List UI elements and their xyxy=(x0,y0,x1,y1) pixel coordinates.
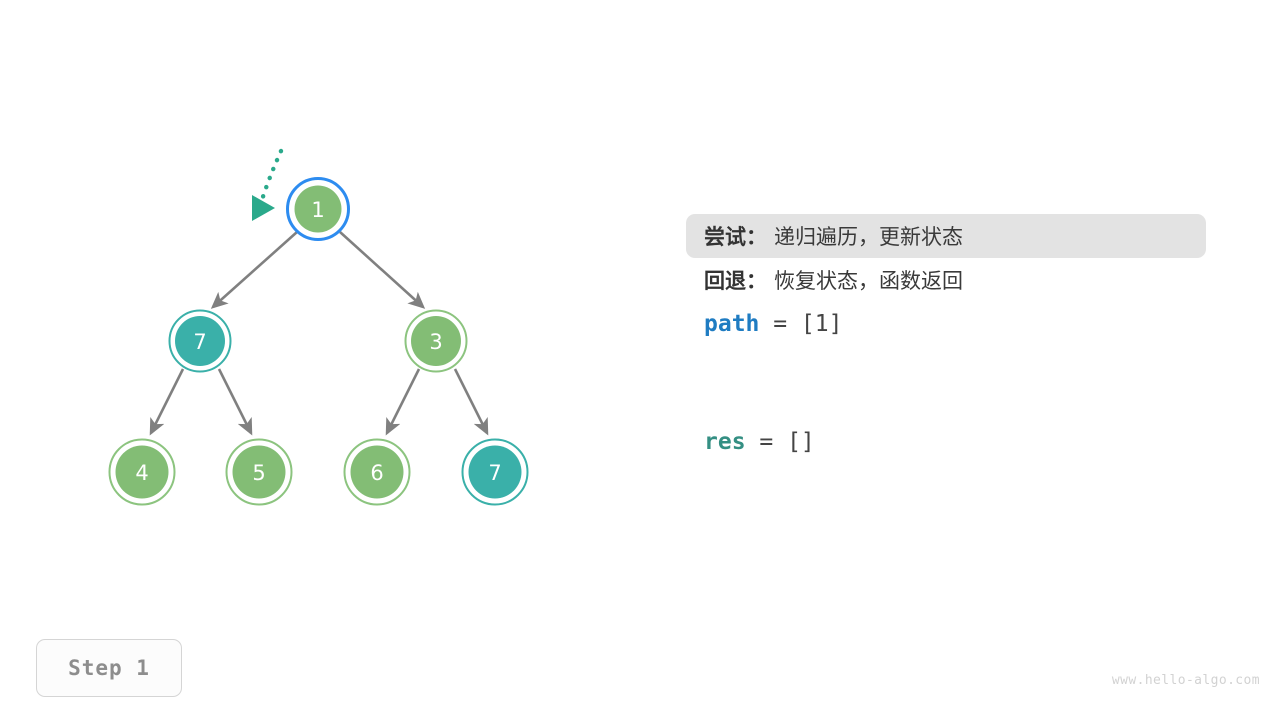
node-outer-ring xyxy=(225,438,293,506)
code-var-res: res xyxy=(704,429,746,455)
node-circle xyxy=(411,316,461,366)
code-value-res: = [] xyxy=(745,429,815,455)
code-var-path: path xyxy=(704,311,760,337)
state-info-panel: 尝试： 递归遍历，更新状态 回退： 恢复状态，函数返回 path = [1] r… xyxy=(686,214,1206,464)
edge-7-to-5 xyxy=(217,368,253,436)
node-circle xyxy=(232,445,286,499)
node-outer-ring xyxy=(404,309,468,373)
node-selection-ring xyxy=(286,177,350,241)
node-circle xyxy=(350,445,404,499)
info-row-try: 尝试： 递归遍历，更新状态 xyxy=(686,214,1206,258)
edge-1-to-7 xyxy=(210,231,298,309)
node-outer-ring xyxy=(343,438,411,506)
node-inner-gap xyxy=(290,181,346,237)
tree-node-7-left-label: 7 xyxy=(193,330,206,354)
node-circle xyxy=(294,185,342,233)
tree-node-4-label: 4 xyxy=(135,461,148,485)
edge-3-to-7 xyxy=(453,368,489,436)
edge-3-to-6 xyxy=(385,368,421,436)
tree-node-7-right-label: 7 xyxy=(488,461,501,485)
info-row-backtrack-key: 回退： xyxy=(704,269,767,293)
site-watermark: www.hello-algo.com xyxy=(1111,673,1260,688)
info-row-backtrack: 回退： 恢复状态，函数返回 xyxy=(686,258,1206,302)
tree-node-1[interactable]: 1 xyxy=(286,177,350,241)
tree-node-7-left[interactable]: 7 xyxy=(168,309,232,373)
code-gap-spacer xyxy=(686,346,1206,420)
node-circle xyxy=(115,445,169,499)
code-row-res: res = [] xyxy=(686,420,1206,464)
tree-node-7-right[interactable]: 7 xyxy=(461,438,529,506)
tree-edges xyxy=(149,231,489,436)
edge-1-to-3 xyxy=(339,231,426,309)
step-badge: Step 1 xyxy=(36,639,182,697)
code-row-path: path = [1] xyxy=(686,302,1206,346)
code-value-path: = [1] xyxy=(759,311,843,337)
node-outer-ring xyxy=(108,438,176,506)
tree-node-5-label: 5 xyxy=(252,461,265,485)
node-circle xyxy=(468,445,522,499)
info-row-backtrack-value: 恢复状态，函数返回 xyxy=(774,269,963,293)
tree-node-6[interactable]: 6 xyxy=(343,438,411,506)
tree-node-1-label: 1 xyxy=(311,198,324,222)
tree-node-6-label: 6 xyxy=(370,461,383,485)
node-circle xyxy=(175,316,225,366)
info-row-try-key: 尝试： xyxy=(704,225,767,249)
info-row-try-value: 递归遍历，更新状态 xyxy=(774,225,963,249)
tree-node-4[interactable]: 4 xyxy=(108,438,176,506)
node-outer-ring xyxy=(168,309,232,373)
node-outer-ring xyxy=(461,438,529,506)
tree-node-3[interactable]: 3 xyxy=(404,309,468,373)
binary-tree-graphic: 1 7 3 4 5 6 xyxy=(108,148,529,506)
tree-node-3-label: 3 xyxy=(429,330,442,354)
tree-node-5[interactable]: 5 xyxy=(225,438,293,506)
edge-7-to-4 xyxy=(149,368,185,436)
recursion-pointer-icon xyxy=(252,148,284,221)
